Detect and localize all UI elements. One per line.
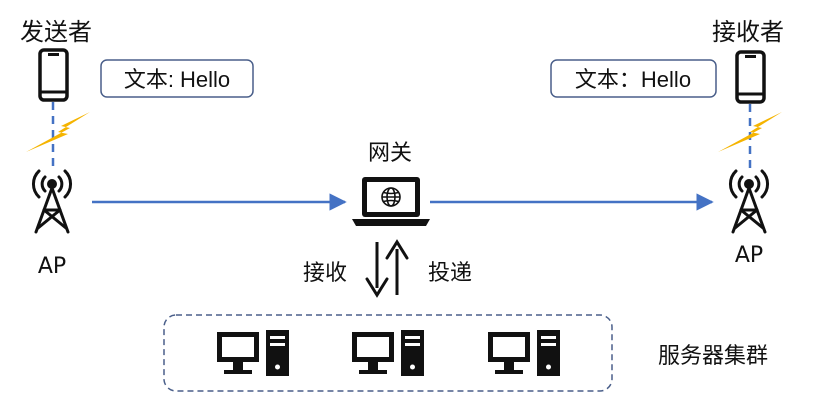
server-1-icon xyxy=(217,330,289,376)
deliver-label: 投递 xyxy=(428,261,472,286)
receiver-message-text: 文本：Hello xyxy=(575,67,691,92)
server-2-icon xyxy=(352,330,424,376)
receiver-message-box: 文本：Hello xyxy=(550,59,717,98)
ap-right-tower-icon xyxy=(729,169,769,234)
receiver-label: 接收者 xyxy=(712,18,784,46)
sender-message-text: 文本: Hello xyxy=(124,67,230,92)
gateway-laptop-globe-icon xyxy=(352,177,430,226)
deliver-up-arrow xyxy=(385,239,409,295)
sender-phone-icon xyxy=(38,48,69,102)
ap-right-label: AP xyxy=(735,243,763,268)
sender-message-box: 文本: Hello xyxy=(100,59,254,98)
ap-left-label: AP xyxy=(38,254,66,279)
server-3-icon xyxy=(488,330,560,376)
receiver-lightning-icon xyxy=(718,112,782,152)
ap-left-tower-icon xyxy=(32,169,72,234)
gateway-label: 网关 xyxy=(368,141,412,166)
receive-label: 接收 xyxy=(303,261,347,286)
server-cluster-label: 服务器集群 xyxy=(658,344,768,369)
receiver-phone-icon xyxy=(735,50,766,104)
sender-label: 发送者 xyxy=(20,18,92,46)
sender-lightning-icon xyxy=(26,112,90,152)
server-cluster-box xyxy=(163,314,613,392)
receive-down-arrow xyxy=(365,242,389,298)
